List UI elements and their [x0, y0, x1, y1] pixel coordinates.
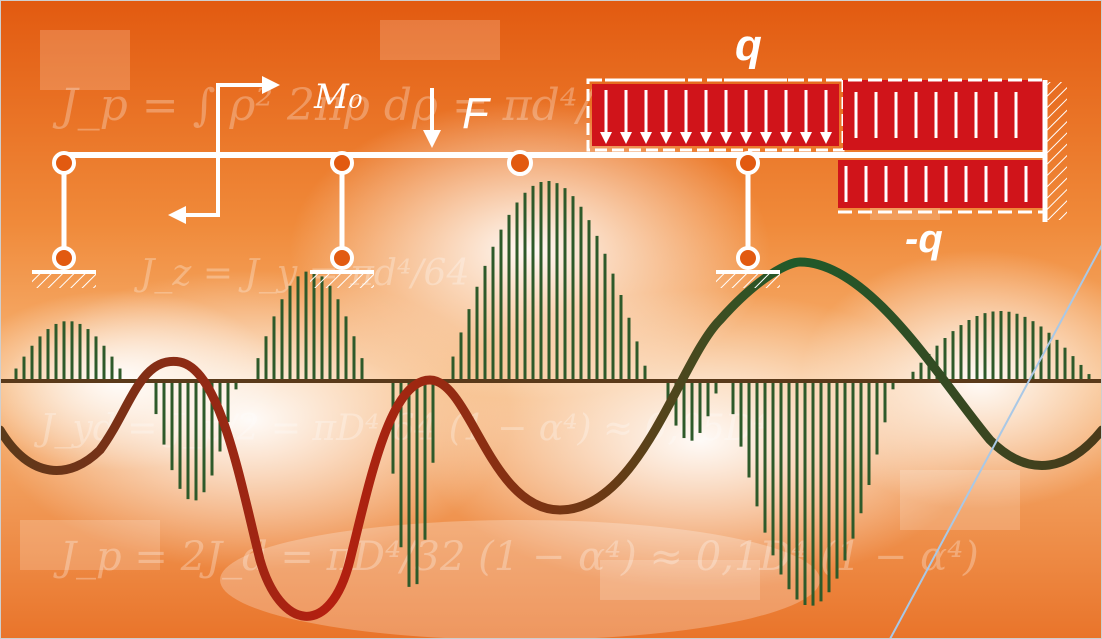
- load-q-label: q: [735, 21, 762, 70]
- background-glow: [0, 100, 1102, 639]
- load-arrowhead: [820, 132, 832, 144]
- load-neg-q-label: -q: [905, 217, 943, 261]
- pin-support-icon: [32, 151, 96, 288]
- bar-diagram: [14, 181, 1091, 606]
- pin-support-icon: [716, 151, 780, 288]
- load-arrowhead: [660, 132, 672, 144]
- formula-line-4: J_p = 2J_d = πD⁴/32 (1 − α⁴) ≈ 0,1D⁴ (1 …: [53, 534, 979, 580]
- wave-curve: [0, 257, 1102, 621]
- force-label: F: [462, 89, 491, 138]
- load-arrowhead: [720, 132, 732, 144]
- load-arrowhead: [600, 132, 612, 144]
- load-arrowhead: [800, 132, 812, 144]
- load-arrowhead: [700, 132, 712, 144]
- force-arrow-icon: [423, 88, 441, 148]
- moment-label: M₀: [313, 77, 363, 117]
- load-arrowhead: [620, 132, 632, 144]
- distributed-load-q: [586, 78, 1043, 152]
- formula-line-2: J_z = J_y = πd⁴/64: [133, 253, 469, 294]
- load-arrowhead: [780, 132, 792, 144]
- formula-line-1: J_p = ∫ ρ² 2πρ dρ = πd⁴/32: [52, 80, 648, 131]
- distributed-load-neg-q: [838, 160, 1043, 214]
- fixed-wall-icon: [1042, 80, 1067, 222]
- pin-support-icon: [310, 151, 374, 288]
- pin-hinge-icon: [507, 150, 533, 176]
- load-arrowhead: [740, 132, 752, 144]
- load-arrowhead: [760, 132, 772, 144]
- moment-arrow-icon: [168, 76, 280, 224]
- load-arrowhead: [640, 132, 652, 144]
- background-tiles: [20, 20, 1020, 600]
- diagonal-line: [889, 244, 1102, 639]
- load-arrowhead: [680, 132, 692, 144]
